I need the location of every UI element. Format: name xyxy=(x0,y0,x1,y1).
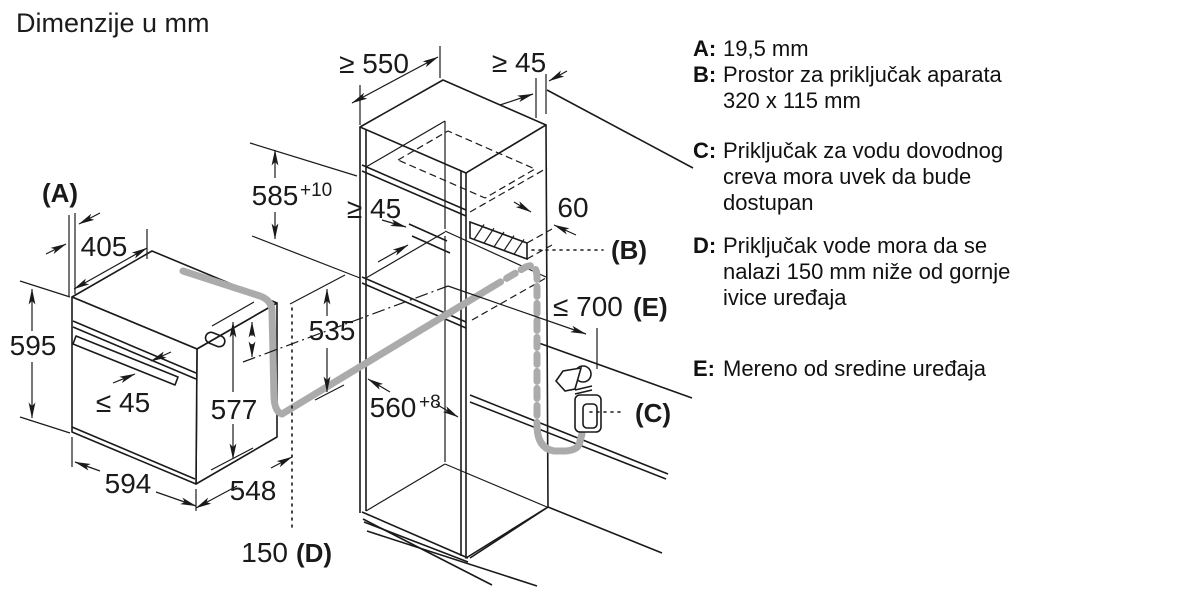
dim-d-label: (D) xyxy=(296,538,332,568)
legend-entry-c: C: Priključak za vodu dovodnog creva mor… xyxy=(693,138,1003,216)
dim-d-value: 150 xyxy=(241,537,288,568)
legend-text: creva mora uvek da bude xyxy=(723,164,972,189)
legend-entry-d: D: Priključak vode mora da se nalazi 150… xyxy=(693,233,1010,311)
legend-text: Mereno od sredine uređaja xyxy=(723,356,986,381)
legend-text: dostupan xyxy=(723,190,814,215)
dimension-lines xyxy=(19,46,625,533)
legend-text: Prostor za priključak aparata xyxy=(723,62,1002,87)
legend-entry-e: E: Mereno od sredine uređaja xyxy=(693,356,986,382)
legend-text: Priključak vode mora da se xyxy=(723,233,988,258)
dim-a-label: (A) xyxy=(42,178,78,208)
dim-oven-top-depth: 405 xyxy=(81,231,128,262)
dim-shelf-gap: ≥ 45 xyxy=(347,193,401,224)
dim-oven-side-height: 577 xyxy=(211,394,258,425)
dim-e-value: ≤ 700 xyxy=(553,291,623,322)
legend-entry-b: B: Prostor za priključak aparata 320 x 1… xyxy=(693,62,1002,114)
dim-niche-height-tol: +10 xyxy=(300,180,332,201)
dim-niche-depth: 560 xyxy=(370,392,417,423)
dim-e-label: (E) xyxy=(633,292,668,322)
legend-key-d: D: xyxy=(693,233,717,258)
dim-oven-depth: 548 xyxy=(230,475,277,506)
tall-cabinet xyxy=(359,79,553,563)
water-hose xyxy=(179,262,586,455)
dim-b-label: (B) xyxy=(611,235,647,265)
side-grip xyxy=(204,331,226,348)
dim-niche-height: 585 xyxy=(252,180,299,211)
legend-text: ivice uređaja xyxy=(723,285,847,310)
legend-text: Priključak za vodu dovodnog xyxy=(723,138,1004,163)
page-title: Dimenzije u mm xyxy=(16,8,210,38)
dim-oven-front-height: 595 xyxy=(10,330,57,361)
counter xyxy=(469,341,693,480)
oven xyxy=(71,250,278,485)
dim-cabinet-depth: ≥ 550 xyxy=(339,48,409,79)
dim-c-label: (C) xyxy=(635,398,671,428)
dim-vent-offset: 60 xyxy=(557,192,588,223)
legend-entry-a: A: 19,5 mm xyxy=(693,36,809,62)
dim-niche-depth-tol: +8 xyxy=(419,392,441,413)
legend-text: 19,5 mm xyxy=(723,36,809,61)
vent-cutout xyxy=(469,220,553,261)
dim-inner-height: 535 xyxy=(309,315,356,346)
legend-text: 320 x 115 mm xyxy=(723,88,861,113)
water-valve-icon xyxy=(554,365,602,433)
dim-handle-depth: ≤ 45 xyxy=(96,387,150,418)
dim-wall-gap: ≥ 45 xyxy=(492,47,546,78)
legend-key-e: E: xyxy=(693,356,715,381)
legend-key-b: B: xyxy=(693,62,717,87)
legend-key-a: A: xyxy=(693,36,717,61)
dim-oven-width: 594 xyxy=(105,468,152,499)
legend-text: nalazi 150 mm niže od gornje xyxy=(723,259,1011,284)
legend-key-c: C: xyxy=(693,138,717,163)
oven-handle xyxy=(72,335,179,386)
